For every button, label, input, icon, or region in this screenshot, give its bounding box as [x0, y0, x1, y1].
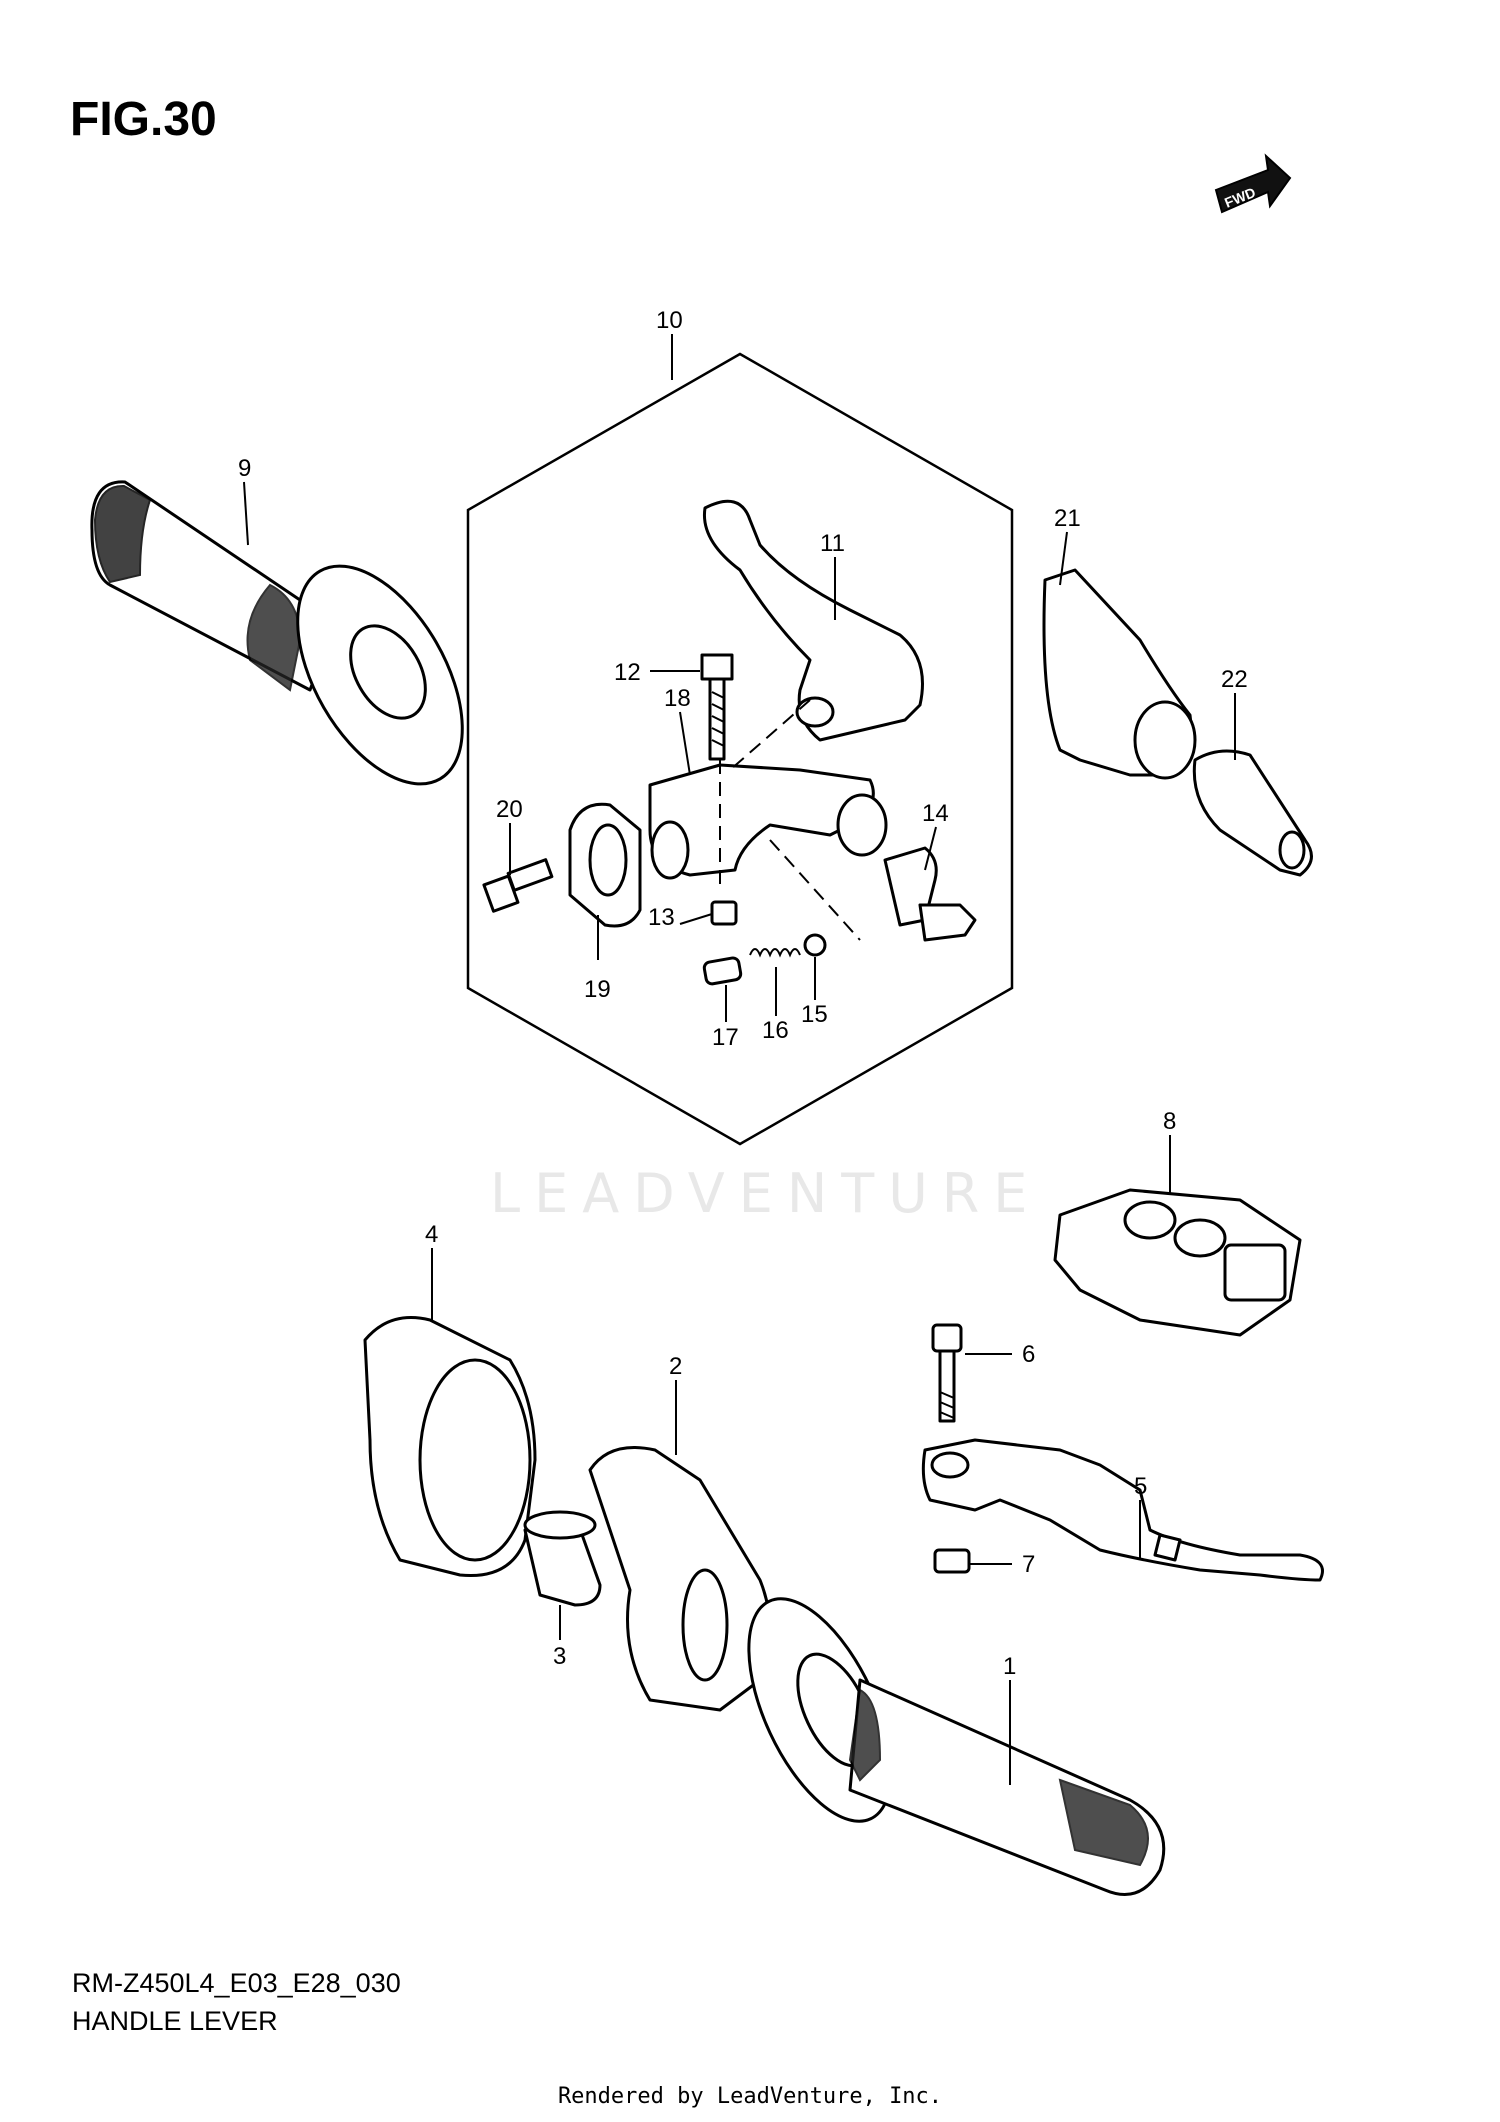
- cable-cover: [1042, 568, 1197, 780]
- nut: [710, 900, 738, 926]
- leader-lines: [243, 334, 1236, 1785]
- clutch-lever: [702, 499, 924, 742]
- callout-11: 11: [820, 530, 845, 557]
- throttle-collar: [523, 1510, 602, 1607]
- cable-adjuster: [883, 846, 977, 942]
- fwd-arrow-icon: FWD: [1214, 153, 1292, 214]
- right-grip: [747, 1597, 1166, 1896]
- throttle-pipe: [588, 1446, 772, 1712]
- spring: [749, 948, 801, 958]
- callout-20: 20: [496, 796, 523, 823]
- callout-1: 1: [1003, 1653, 1016, 1680]
- throttle-housing: [363, 1316, 537, 1578]
- callout-9: 9: [238, 455, 251, 482]
- callout-7: 7: [1022, 1551, 1035, 1578]
- holder-clamp: [568, 802, 642, 928]
- lever-holder: [648, 763, 888, 880]
- callout-12: 12: [614, 659, 641, 686]
- figure-name: HANDLE LEVER: [72, 2006, 278, 2036]
- switch-housing: [1053, 1188, 1302, 1337]
- watermark: LEADVENTURE: [490, 1162, 1042, 1225]
- callout-10: 10: [656, 307, 683, 334]
- model-code: RM-Z450L4_E03_E28_030: [72, 1968, 401, 1998]
- throttle-adjuster: [1192, 749, 1313, 877]
- callout-22: 22: [1221, 666, 1248, 693]
- left-grip: [90, 480, 464, 786]
- pivot-bolt: [700, 653, 734, 761]
- callout-8: 8: [1163, 1108, 1176, 1135]
- brake-pivot-bolt: [931, 1323, 963, 1423]
- callout-16: 16: [762, 1017, 789, 1044]
- callout-3: 3: [553, 1643, 566, 1670]
- callout-17: 17: [712, 1024, 739, 1051]
- callout-4: 4: [425, 1221, 438, 1248]
- clamp-bolt: [482, 858, 554, 913]
- figure-title: FIG.30: [70, 93, 217, 146]
- callout-13: 13: [648, 904, 675, 931]
- ball: [803, 933, 827, 957]
- callout-15: 15: [801, 1001, 828, 1028]
- brake-nut: [933, 1548, 971, 1574]
- callout-6: 6: [1022, 1341, 1035, 1368]
- callout-14: 14: [922, 800, 949, 827]
- brake-lever: [921, 1438, 1324, 1582]
- rendered-by: Rendered by LeadVenture, Inc.: [557, 2084, 943, 2109]
- callout-2: 2: [669, 1353, 682, 1380]
- callout-5: 5: [1134, 1473, 1147, 1500]
- callout-21: 21: [1054, 505, 1081, 532]
- bushing: [702, 956, 743, 986]
- assembly-outline: [466, 352, 1014, 1146]
- callout-18: 18: [664, 685, 691, 712]
- callout-19: 19: [584, 976, 611, 1003]
